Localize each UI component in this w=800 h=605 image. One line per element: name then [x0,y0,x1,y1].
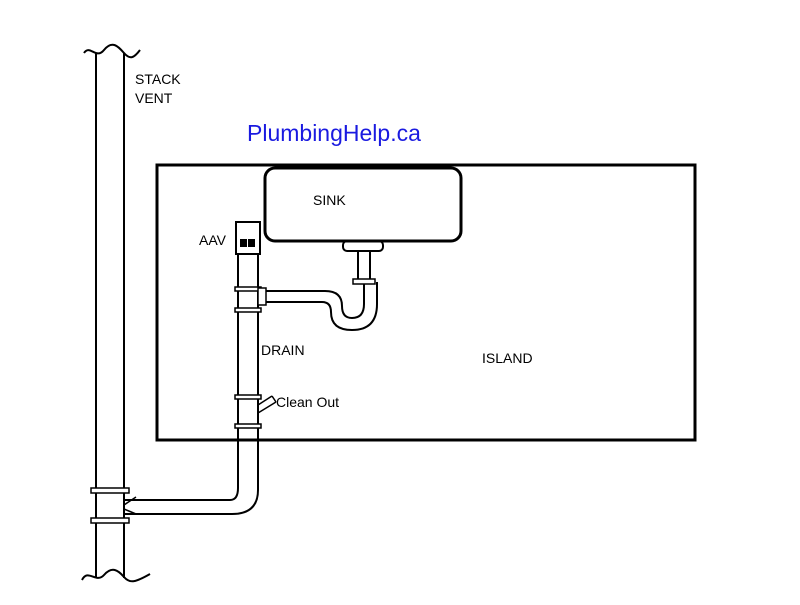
trap-arm [266,290,343,313]
stack-vent-label-line2: VENT [135,90,173,106]
sink-basin [263,166,463,243]
clean-out-label: Clean Out [276,394,340,410]
sanitary-tee [257,287,267,306]
drain-clamp-3 [234,394,262,400]
aav-port-left [240,239,247,247]
stack-vent-bottom-break [81,568,151,583]
stack-vent-top-break [83,43,141,59]
stack-clamp-upper [90,487,130,494]
clean-out-fitting [257,395,277,414]
drain-tie-in [123,496,137,515]
aav-body [235,221,261,255]
brand-watermark: PlumbingHelp.ca [247,120,421,146]
drain-clamp-1 [234,286,262,292]
island-label: ISLAND [482,350,533,366]
sink-label: SINK [313,192,346,208]
drain-clamp-2 [234,307,262,313]
aav-label: AAV [199,232,226,248]
drain-label: DRAIN [261,342,305,358]
aav-port-right [248,239,255,247]
stack-clamp-lower [90,517,130,524]
trap-nut [352,278,376,285]
p-trap [330,282,378,332]
drain-clamp-4 [234,423,262,429]
horizontal-drain-pipe [124,228,259,515]
stack-vent-label-line1: STACK [135,71,181,87]
